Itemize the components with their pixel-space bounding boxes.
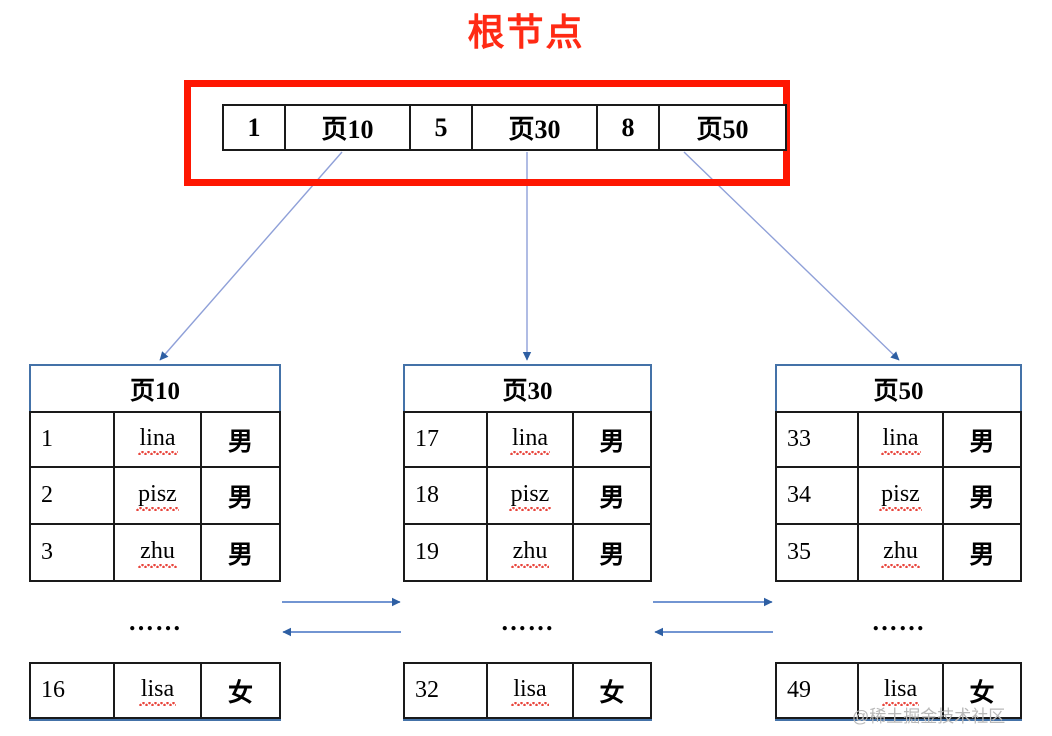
row-name: lisa — [115, 664, 202, 717]
leaf-body-page50: 33 lina 男 34 pisz 男 35 zhu 男 …… 49 lisa … — [775, 411, 1022, 721]
row-id: 2 — [31, 468, 115, 523]
row-name-text: lisa — [511, 676, 550, 706]
leaf-page-page10: 页10 1 lina 男 2 pisz 男 3 zhu 男 …… 16 — [29, 364, 281, 721]
row-id: 49 — [777, 664, 859, 717]
table-row[interactable]: 3 zhu 男 — [29, 525, 281, 582]
root-pointer-cell-page10[interactable]: 页10 — [286, 106, 411, 149]
row-sex: 女 — [969, 679, 995, 707]
row-id: 3 — [31, 525, 115, 580]
table-row[interactable]: 16 lisa 女 — [29, 662, 281, 719]
ellipsis-label: …… — [871, 607, 926, 636]
row-sex: 男 — [227, 428, 253, 456]
root-pointer-cell-page30[interactable]: 页30 — [473, 106, 598, 149]
row-sex: 男 — [969, 541, 995, 569]
root-key-cell-8[interactable]: 8 — [598, 106, 660, 149]
leaf-page-page30: 页30 17 lina 男 18 pisz 男 19 zhu 男 …… 32 — [403, 364, 652, 721]
diagram-title: 根节点 — [467, 12, 585, 53]
row-name: pisz — [859, 468, 944, 523]
row-sex: 女 — [599, 679, 625, 707]
row-name-text: zhu — [881, 538, 920, 568]
root-node-table: 1 页10 5 页30 8 页50 — [222, 104, 787, 151]
row-name-text: pisz — [136, 481, 179, 511]
row-name-text: lisa — [138, 676, 177, 706]
row-name-text: lisa — [881, 676, 920, 706]
leaf-header-page10: 页10 — [29, 364, 281, 411]
leaf-header-page50: 页50 — [775, 364, 1022, 411]
root-key-cell-5[interactable]: 5 — [411, 106, 473, 149]
row-name: lina — [859, 413, 944, 466]
ellipsis-label: …… — [500, 607, 555, 636]
watermark: @稀土掘金技术社区 — [852, 707, 1006, 726]
table-row[interactable]: 2 pisz 男 — [29, 468, 281, 525]
table-row[interactable]: 19 zhu 男 — [403, 525, 652, 582]
row-id: 1 — [31, 413, 115, 466]
ellipsis-label: …… — [128, 607, 182, 636]
row-id: 19 — [405, 525, 488, 580]
leaf-header-page30: 页30 — [403, 364, 652, 411]
row-name: lina — [488, 413, 574, 466]
row-name: zhu — [115, 525, 202, 580]
row-id: 34 — [777, 468, 859, 523]
row-id: 32 — [405, 664, 488, 717]
row-name: pisz — [488, 468, 574, 523]
root-key-cell-1[interactable]: 1 — [224, 106, 286, 149]
row-name-text: pisz — [508, 481, 551, 511]
row-sex: 男 — [227, 541, 253, 569]
row-sex: 男 — [599, 541, 625, 569]
row-name-text: lina — [880, 425, 921, 455]
leaf-body-page30: 17 lina 男 18 pisz 男 19 zhu 男 …… 32 lisa … — [403, 411, 652, 721]
table-row[interactable]: 1 lina 男 — [29, 411, 281, 468]
row-name: zhu — [859, 525, 944, 580]
row-name: zhu — [488, 525, 574, 580]
table-row-ellipsis: …… — [775, 582, 1022, 662]
row-sex: 男 — [227, 484, 253, 512]
row-sex: 男 — [599, 428, 625, 456]
row-id: 18 — [405, 468, 488, 523]
row-name-text: zhu — [510, 538, 549, 568]
row-name: lisa — [488, 664, 574, 717]
table-row-ellipsis: …… — [29, 582, 281, 662]
table-row[interactable]: 35 zhu 男 — [775, 525, 1022, 582]
table-row[interactable]: 34 pisz 男 — [775, 468, 1022, 525]
table-row[interactable]: 49 lisa 女 — [775, 662, 1022, 719]
table-row[interactable]: 32 lisa 女 — [403, 662, 652, 719]
leaf-body-page10: 1 lina 男 2 pisz 男 3 zhu 男 …… 16 lisa 女 — [29, 411, 281, 721]
row-sex: 男 — [969, 484, 995, 512]
row-name: pisz — [115, 468, 202, 523]
row-sex: 女 — [227, 679, 253, 707]
table-row-ellipsis: …… — [403, 582, 652, 662]
row-name: lisa — [859, 664, 944, 717]
row-sex: 男 — [599, 484, 625, 512]
table-row[interactable]: 33 lina 男 — [775, 411, 1022, 468]
row-id: 17 — [405, 413, 488, 466]
row-name-text: lina — [137, 425, 178, 455]
row-name: lina — [115, 413, 202, 466]
row-name-text: lina — [510, 425, 550, 455]
leaf-page-page50: 页50 33 lina 男 34 pisz 男 35 zhu 男 …… 49 — [775, 364, 1022, 721]
root-pointer-cell-page50[interactable]: 页50 — [660, 106, 785, 149]
row-name-text: zhu — [138, 538, 177, 568]
row-id: 33 — [777, 413, 859, 466]
row-id: 35 — [777, 525, 859, 580]
row-id: 16 — [31, 664, 115, 717]
table-row[interactable]: 18 pisz 男 — [403, 468, 652, 525]
row-sex: 男 — [969, 428, 995, 456]
row-name-text: pisz — [879, 481, 922, 511]
table-row[interactable]: 17 lina 男 — [403, 411, 652, 468]
